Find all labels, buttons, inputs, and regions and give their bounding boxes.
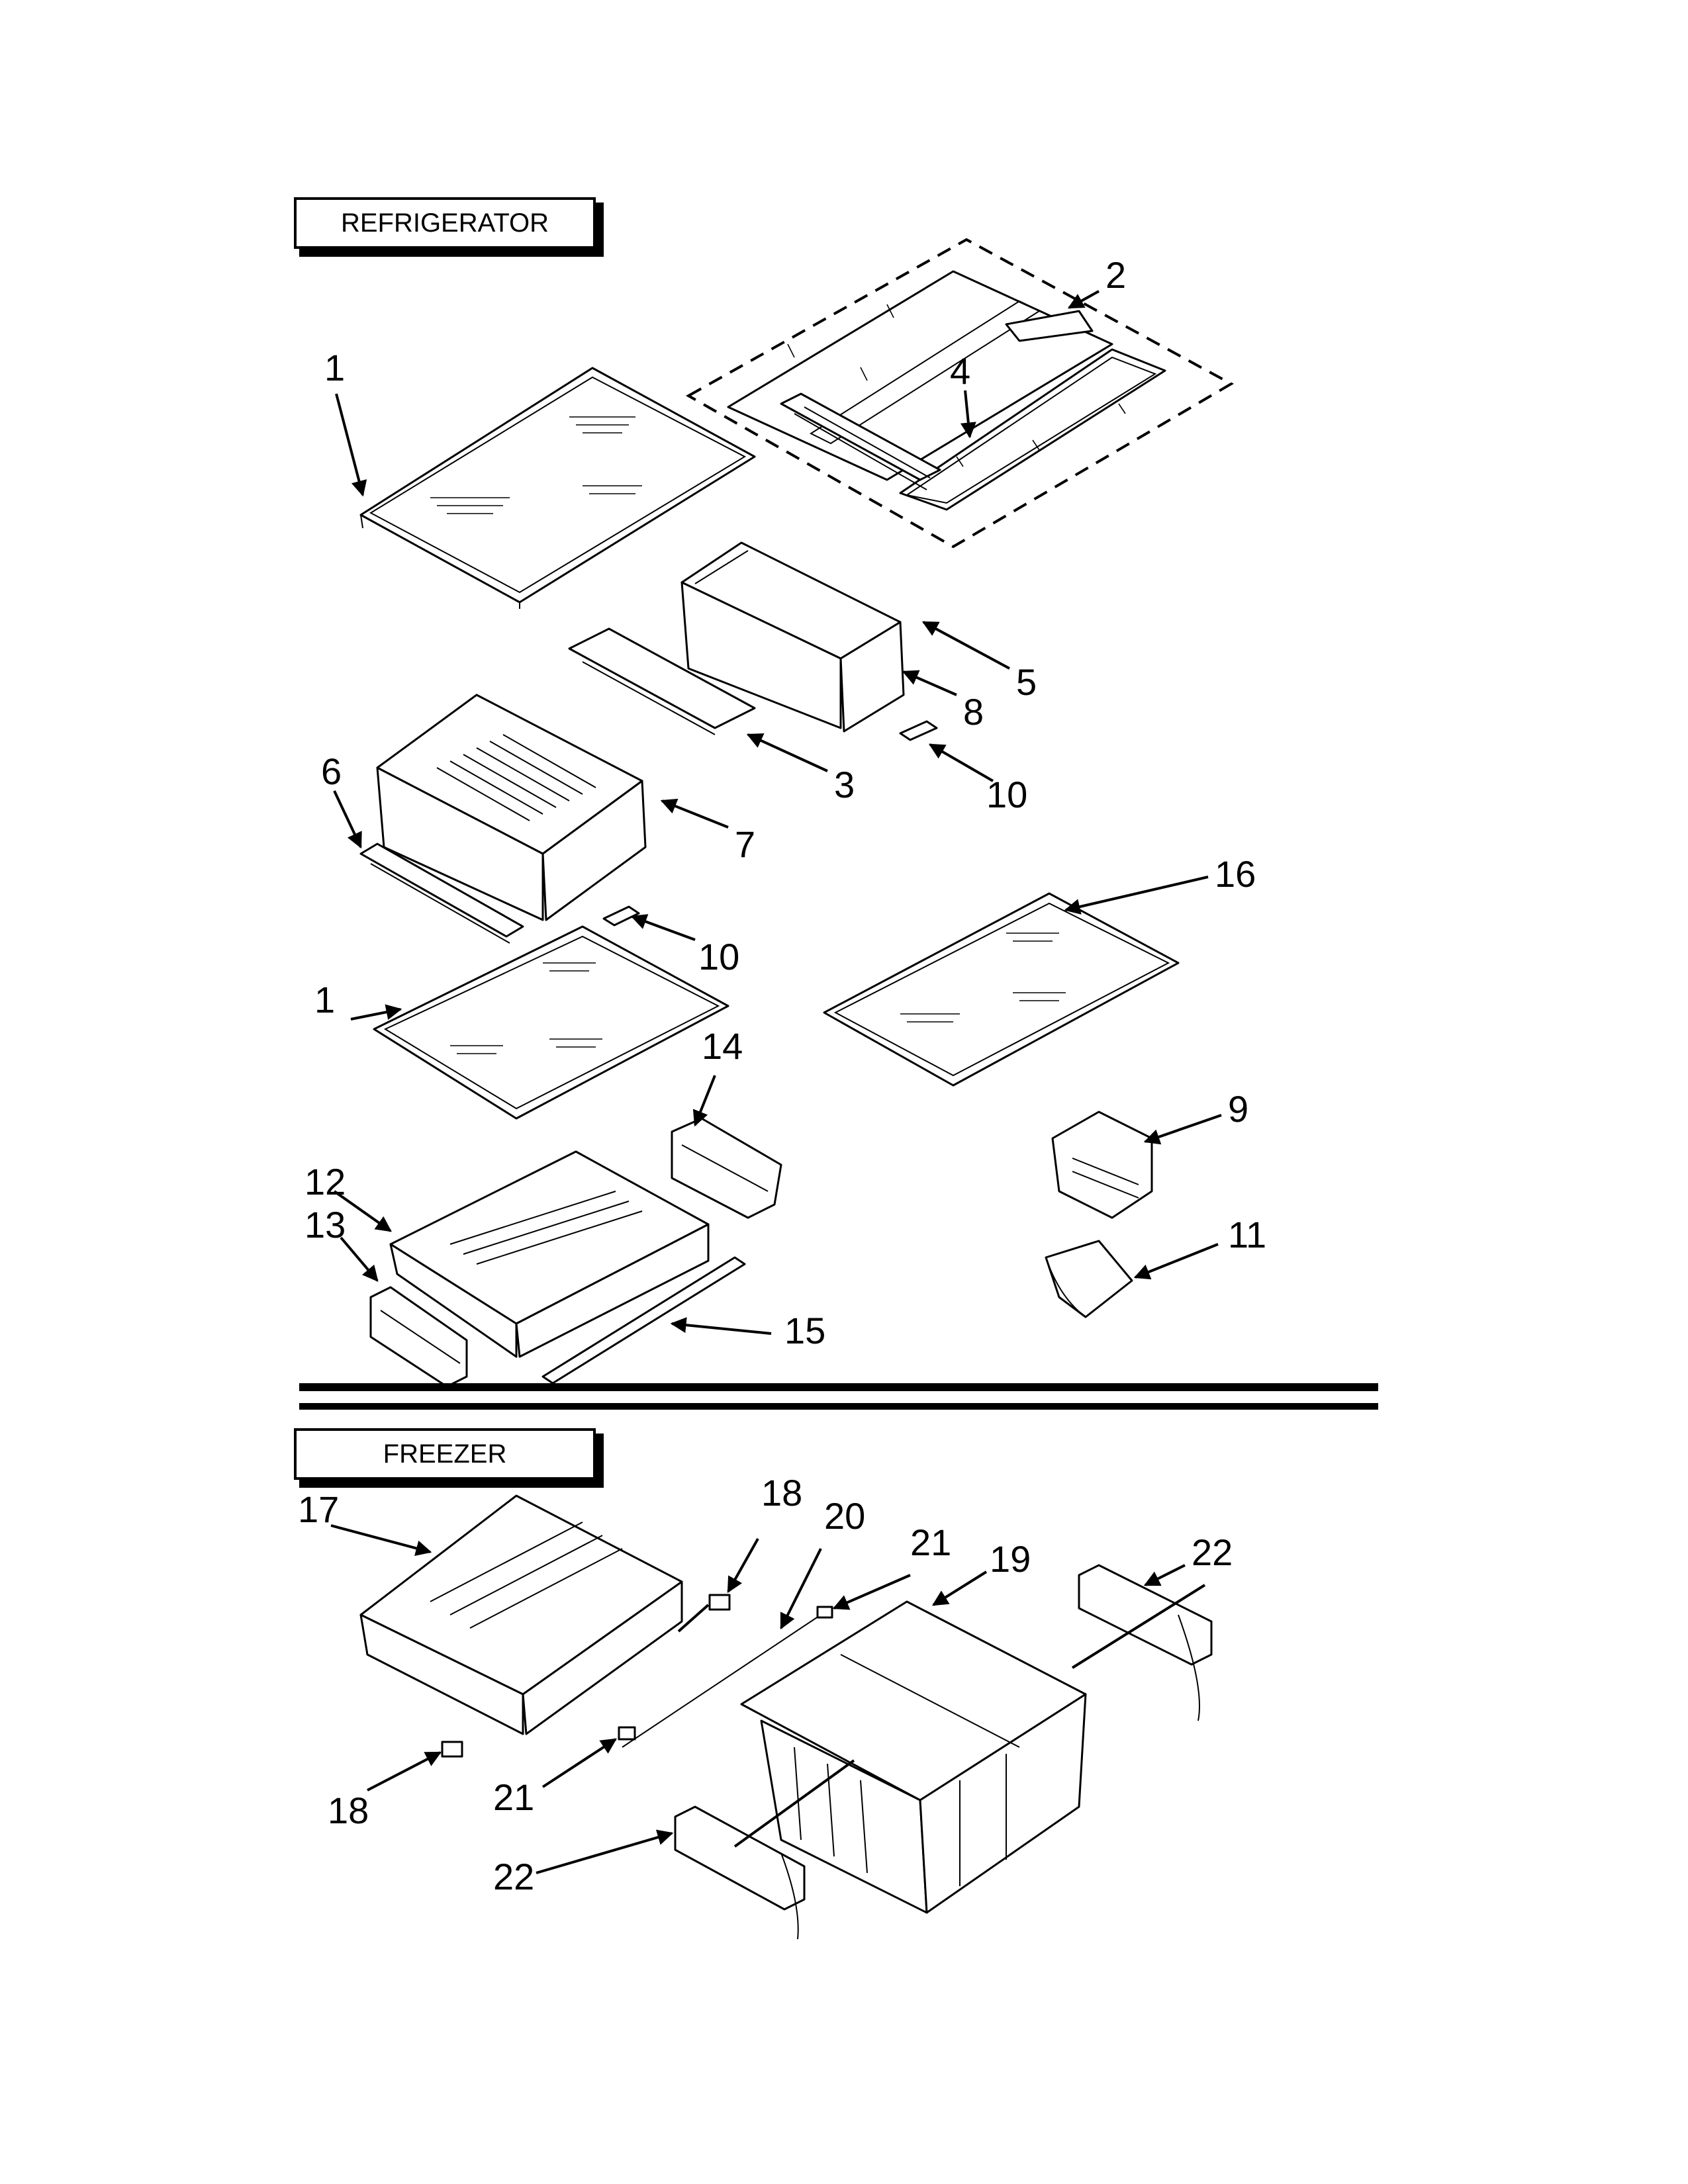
part-13-bracket — [369, 1286, 468, 1388]
callout-1-top: 1 — [324, 347, 345, 388]
callout-3: 3 — [834, 764, 855, 805]
callout-12: 12 — [305, 1161, 346, 1203]
callout-numbers: 1 2 4 5 8 3 10 6 7 10 16 1 14 9 12 13 11… — [298, 254, 1266, 1897]
callout-10-upper: 10 — [986, 774, 1027, 815]
part-10-slide-lower — [602, 905, 640, 927]
callout-13: 13 — [305, 1204, 346, 1246]
part-14-bracket — [671, 1117, 782, 1219]
section-divider — [299, 1383, 1378, 1410]
callout-7: 7 — [735, 823, 755, 865]
callout-16: 16 — [1215, 853, 1256, 895]
callout-11: 11 — [1228, 1214, 1266, 1255]
part-11-packet — [1045, 1240, 1133, 1318]
callout-22-top: 22 — [1192, 1531, 1233, 1573]
part-21-fastener-bottom — [618, 1726, 636, 1741]
part-6-rail — [359, 842, 524, 944]
callout-18-bottom: 18 — [328, 1790, 369, 1831]
freezer-title: FREEZER — [383, 1439, 507, 1469]
callout-15: 15 — [784, 1310, 825, 1351]
part-10-slide-upper — [899, 720, 938, 741]
freezer-section-label: FREEZER — [294, 1428, 604, 1488]
callout-10-lower: 10 — [698, 936, 739, 978]
part-20-rod — [622, 1614, 821, 1748]
callout-21-top: 21 — [910, 1522, 951, 1563]
glass-reflection-marks — [430, 416, 642, 514]
refrigerator-title: REFRIGERATOR — [341, 208, 549, 238]
part-8-crisper-drawer — [680, 541, 905, 733]
callout-6: 6 — [321, 751, 342, 792]
refrigerator-section-label: REFRIGERATOR — [294, 197, 604, 257]
callout-21-bottom: 21 — [493, 1776, 534, 1818]
callout-1-lower: 1 — [314, 979, 335, 1021]
callout-20: 20 — [824, 1495, 865, 1537]
callout-9: 9 — [1228, 1088, 1248, 1130]
part-1-shelf-top — [359, 367, 756, 609]
part-1-shelf-lower — [373, 925, 729, 1120]
part-9-filter — [1051, 1111, 1153, 1219]
callout-2: 2 — [1105, 254, 1126, 296]
part-17-basket — [359, 1494, 683, 1735]
part-18-fastener-bottom — [441, 1741, 463, 1758]
callout-14: 14 — [702, 1025, 743, 1067]
part-18-fastener-top — [708, 1594, 731, 1611]
part-12-pan — [389, 1150, 710, 1358]
part-21-fastener-top — [816, 1606, 833, 1619]
leader-lines — [330, 290, 1222, 1874]
callout-17: 17 — [298, 1488, 339, 1530]
part-16-shelf — [823, 892, 1180, 1087]
part-3-cover — [568, 627, 756, 735]
callout-5: 5 — [1016, 661, 1037, 703]
part-5-rail — [780, 392, 941, 490]
callout-19: 19 — [990, 1538, 1031, 1580]
callout-4: 4 — [950, 350, 970, 392]
part-22-rail-top — [1078, 1564, 1213, 1721]
part-7-crisper-drawer — [376, 694, 647, 921]
part-22-rail-bottom — [674, 1805, 806, 1940]
part-15-rail — [541, 1256, 746, 1385]
callout-8: 8 — [963, 691, 984, 733]
callout-18-top: 18 — [761, 1472, 802, 1514]
drawer-ribs — [436, 734, 596, 821]
callout-22-bottom: 22 — [493, 1856, 534, 1897]
part-2-shelf-assembly — [685, 238, 1235, 549]
